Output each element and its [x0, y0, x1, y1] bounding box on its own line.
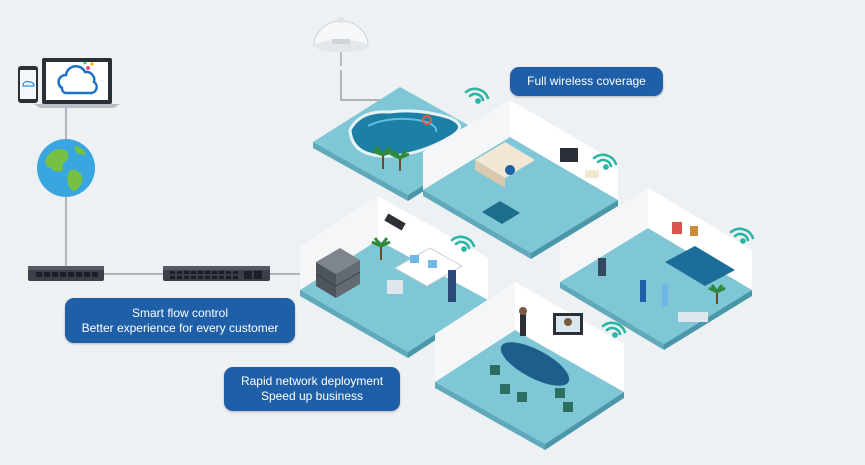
wifi-icon — [464, 87, 490, 104]
wifi-icon — [729, 227, 755, 244]
cloud-icon — [57, 61, 98, 95]
switch-icon — [163, 266, 270, 281]
callout-text: Full wireless coverage — [527, 74, 646, 88]
hotel-room-area — [423, 100, 618, 259]
callout-text-line1: Smart flow control — [131, 305, 229, 320]
office-area — [300, 196, 488, 358]
callout-smart-flow-control: Smart flow control Better experience for… — [65, 298, 295, 343]
server-rack-icon — [315, 248, 361, 298]
switch-icon — [28, 266, 104, 281]
meeting-room-area — [435, 282, 624, 450]
lobby-area — [560, 188, 752, 350]
wifi-icon — [592, 153, 618, 170]
callout-text-line1: Rapid network deployment — [240, 374, 384, 388]
globe-icon — [37, 139, 95, 197]
callout-full-wireless-coverage: Full wireless coverage — [510, 67, 663, 96]
callout-text-line2: Speed up business — [260, 389, 364, 403]
ceiling-access-point-icon — [313, 17, 369, 66]
smartphone-icon — [18, 66, 38, 103]
callout-text-line2: Better experience for every customer — [81, 320, 279, 335]
palm-tree-icon — [372, 146, 410, 171]
callout-rapid-network-deployment: Rapid network deployment Speed up busine… — [224, 367, 400, 411]
wifi-icon — [450, 235, 476, 252]
wifi-icon — [601, 321, 627, 338]
